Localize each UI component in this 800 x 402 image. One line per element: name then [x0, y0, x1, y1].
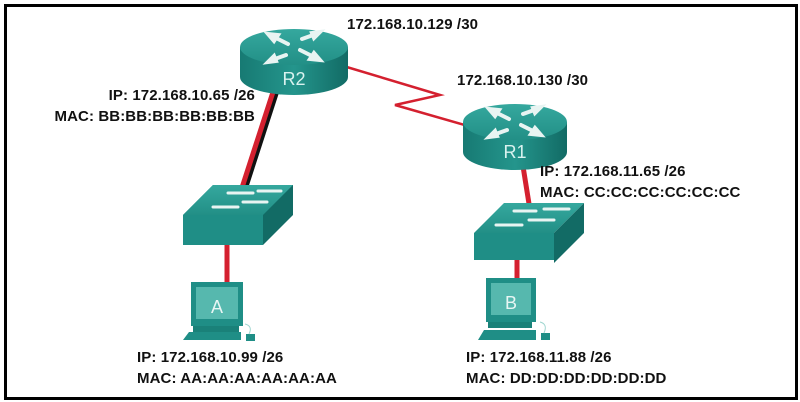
keyboard	[478, 330, 536, 340]
ethernet-link-r2-switch-left-core	[235, 91, 276, 201]
switch-right[interactable]	[474, 203, 584, 263]
r2-lan-ip: IP: 172.168.10.65 /26	[108, 87, 255, 104]
switch-side	[263, 185, 293, 245]
keyboard	[183, 332, 241, 340]
router-top	[240, 29, 348, 65]
r1-serial-address: 172.168.10.130 /30	[457, 72, 589, 89]
pc-b-mac: MAC: DD:DD:DD:DD:DD:DD	[466, 370, 667, 387]
pc-base	[193, 326, 239, 332]
mouse	[246, 334, 255, 341]
mouse	[541, 333, 550, 340]
router-r1[interactable]: R1	[463, 104, 567, 170]
pc-a[interactable]: A	[183, 282, 255, 341]
diagram-frame	[4, 4, 798, 400]
pc-a-ip: IP: 172.168.10.99 /26	[137, 349, 284, 366]
pc-base	[488, 322, 532, 328]
router-r2[interactable]: R2	[240, 29, 348, 95]
pc-label: B	[505, 293, 517, 313]
r2-lan-mac: MAC: BB:BB:BB:BB:BB:BB	[54, 108, 255, 125]
router-top	[463, 104, 567, 140]
serial-link-r2-r1	[329, 60, 483, 132]
pc-label: A	[211, 297, 223, 317]
mouse-cable	[539, 321, 546, 334]
pc-a-mac: MAC: AA:AA:AA:AA:AA:AA	[137, 370, 337, 387]
router-arrows-icon	[262, 29, 326, 65]
router-label: R2	[282, 69, 305, 89]
switch-arrows-icon	[494, 207, 571, 227]
switch-left[interactable]	[183, 185, 293, 245]
switch-side	[554, 203, 584, 263]
pc-b[interactable]: B	[478, 278, 550, 340]
switch-front	[474, 233, 554, 260]
router-arrows-icon	[483, 104, 547, 140]
pc-b-ip: IP: 172.168.11.88 /26	[466, 349, 612, 366]
r1-lan-ip: IP: 172.168.11.65 /26	[540, 163, 686, 180]
switch-arrows-icon	[211, 189, 283, 209]
monitor-screen	[196, 287, 238, 319]
monitor-screen	[491, 283, 531, 315]
router-label: R1	[503, 142, 526, 162]
switch-front	[183, 215, 263, 245]
r1-lan-mac: MAC: CC:CC:CC:CC:CC:CC	[540, 184, 741, 201]
r2-serial-address: 172.168.10.129 /30	[347, 16, 479, 33]
mouse-cable	[244, 323, 251, 335]
